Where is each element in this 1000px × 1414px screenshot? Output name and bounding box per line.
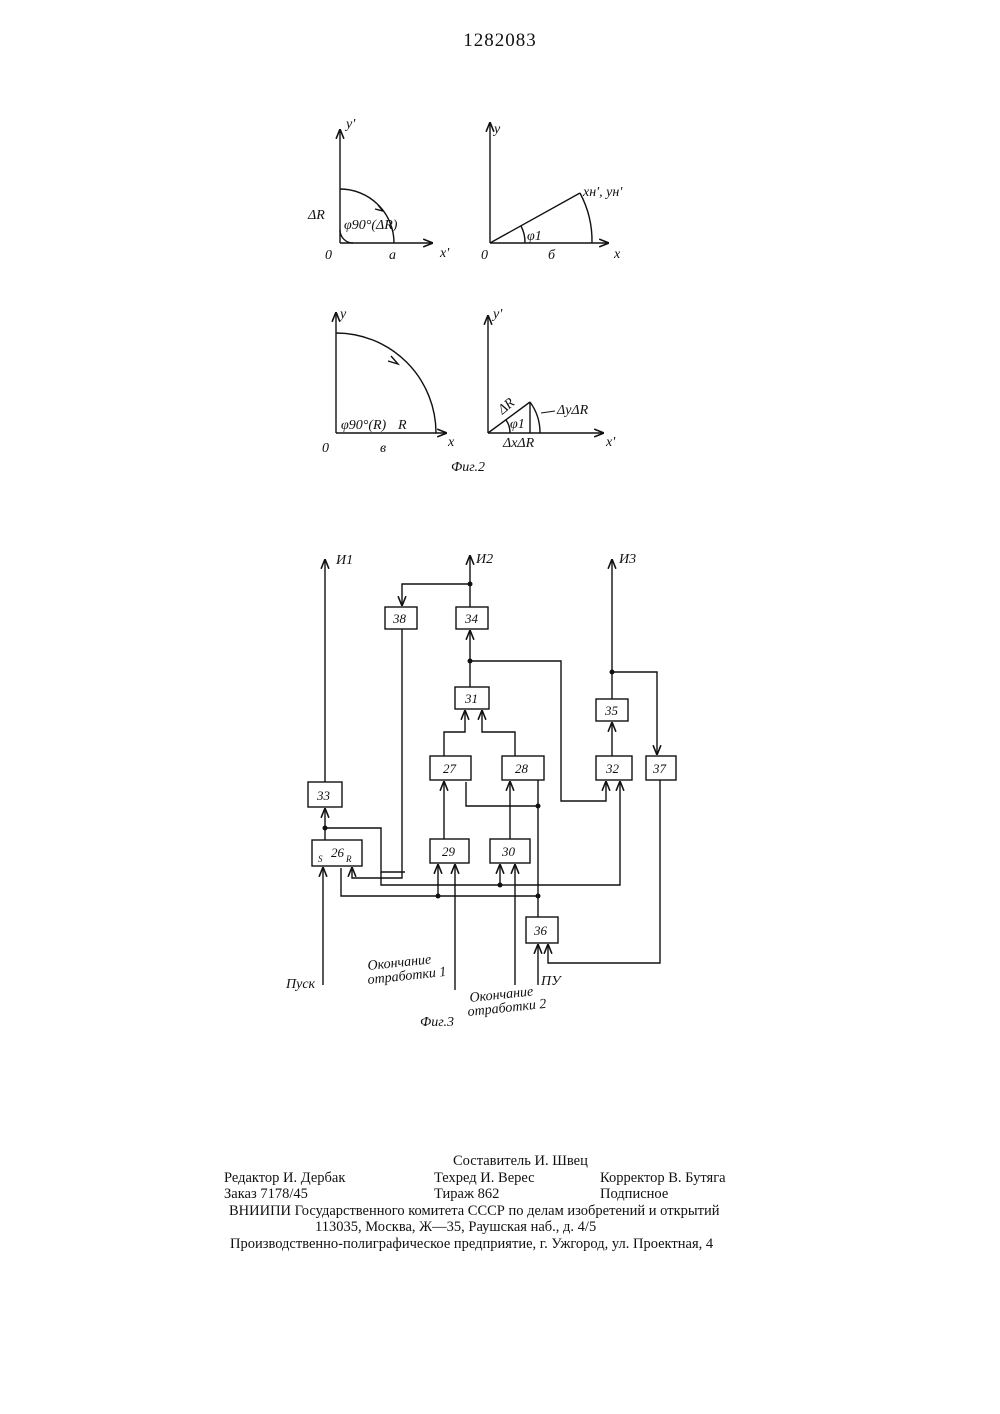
c-y-label: y — [338, 307, 347, 322]
output-i1: И1 — [335, 553, 353, 568]
c-arc-arrow — [388, 356, 398, 364]
editor: Редактор И. Дербак — [224, 1170, 345, 1187]
b-y-label: y — [492, 122, 501, 137]
block-30-label: 30 — [501, 844, 516, 859]
d-dy-leader — [541, 411, 555, 413]
block-26-s: S — [318, 854, 323, 864]
output-i3: И3 — [618, 552, 636, 567]
a-x-label: x' — [439, 246, 450, 261]
block-32-label: 32 — [605, 761, 620, 776]
block-26-r: R — [345, 854, 352, 864]
a-panel-letter: а — [389, 248, 396, 263]
address: 113035, Москва, Ж—35, Раушская наб., д. … — [315, 1219, 596, 1236]
b-x-label: x — [613, 247, 621, 262]
b-point-label: xн', yн' — [582, 185, 623, 200]
c-radius-label: R — [397, 418, 407, 433]
fig2-panel-d: y' x' ΔR φ1 ΔyΔR ΔxΔR — [488, 307, 616, 451]
block-31-label: 31 — [464, 691, 478, 706]
block-34-label: 34 — [464, 611, 479, 626]
b-angle-mark — [521, 226, 525, 243]
subscription: Подписное — [600, 1186, 668, 1203]
d-x-label: x' — [605, 435, 616, 450]
a-left-label: ΔR — [307, 208, 325, 223]
output-i2: И2 — [475, 552, 493, 567]
techred: Техред И. Верес — [434, 1170, 535, 1187]
fig2-panel-a: y' x' 0 ΔR φ90°(ΔR) а — [307, 117, 450, 263]
block-27-label: 27 — [443, 761, 457, 776]
c-panel-letter: в — [380, 441, 386, 456]
organization: ВНИИПИ Государственного комитета СССР по… — [229, 1203, 719, 1220]
block-26-label: 26 — [331, 845, 345, 860]
input-start: Пуск — [285, 977, 316, 992]
fig3-caption: Фиг.3 — [420, 1015, 454, 1030]
corrector: Корректор В. Бутяга — [600, 1170, 726, 1187]
d-dx-label: ΔxΔR — [502, 436, 535, 451]
printer: Производственно-полиграфическое предприя… — [230, 1236, 713, 1253]
d-arc — [530, 402, 540, 433]
compiler: Составитель И. Швец — [453, 1153, 588, 1170]
b-angle-label: φ1 — [527, 229, 542, 244]
a-arc — [340, 189, 394, 243]
block-37-label: 37 — [652, 761, 667, 776]
b-panel-letter: б — [548, 248, 556, 263]
input-pu: ПУ — [540, 974, 562, 989]
d-y-label: y' — [491, 307, 503, 322]
a-origin: 0 — [325, 248, 332, 263]
block-35-label: 35 — [604, 703, 619, 718]
block-28-label: 28 — [515, 761, 529, 776]
fig2: y' x' 0 ΔR φ90°(ΔR) а y x 0 xн', yн' φ1 … — [307, 117, 623, 475]
fig2-panel-b: y x 0 xн', yн' φ1 б — [481, 122, 623, 263]
d-dy-label: ΔyΔR — [556, 403, 589, 418]
block-36-label: 36 — [533, 923, 548, 938]
fig2-panel-c: y x 0 φ90°(R) R в — [322, 307, 455, 456]
a-y-label: y' — [344, 117, 356, 132]
block-38-label: 38 — [392, 611, 407, 626]
block-29-label: 29 — [442, 844, 456, 859]
circulation: Тираж 862 — [434, 1186, 499, 1203]
fig2-caption: Фиг.2 — [451, 460, 485, 475]
c-angle-label: φ90°(R) — [341, 418, 387, 433]
order: Заказ 7178/45 — [224, 1186, 308, 1203]
c-x-label: x — [447, 435, 455, 450]
c-origin: 0 — [322, 441, 329, 456]
d-angle-label: φ1 — [510, 417, 525, 432]
b-origin: 0 — [481, 248, 488, 263]
fig3: 26 S R 27 28 29 30 31 32 33 34 35 36 37 … — [285, 552, 676, 1030]
a-angle-label: φ90°(ΔR) — [344, 218, 398, 233]
d-hyp-label: ΔR — [495, 395, 519, 418]
b-arc — [580, 193, 592, 243]
block-33-label: 33 — [316, 788, 331, 803]
